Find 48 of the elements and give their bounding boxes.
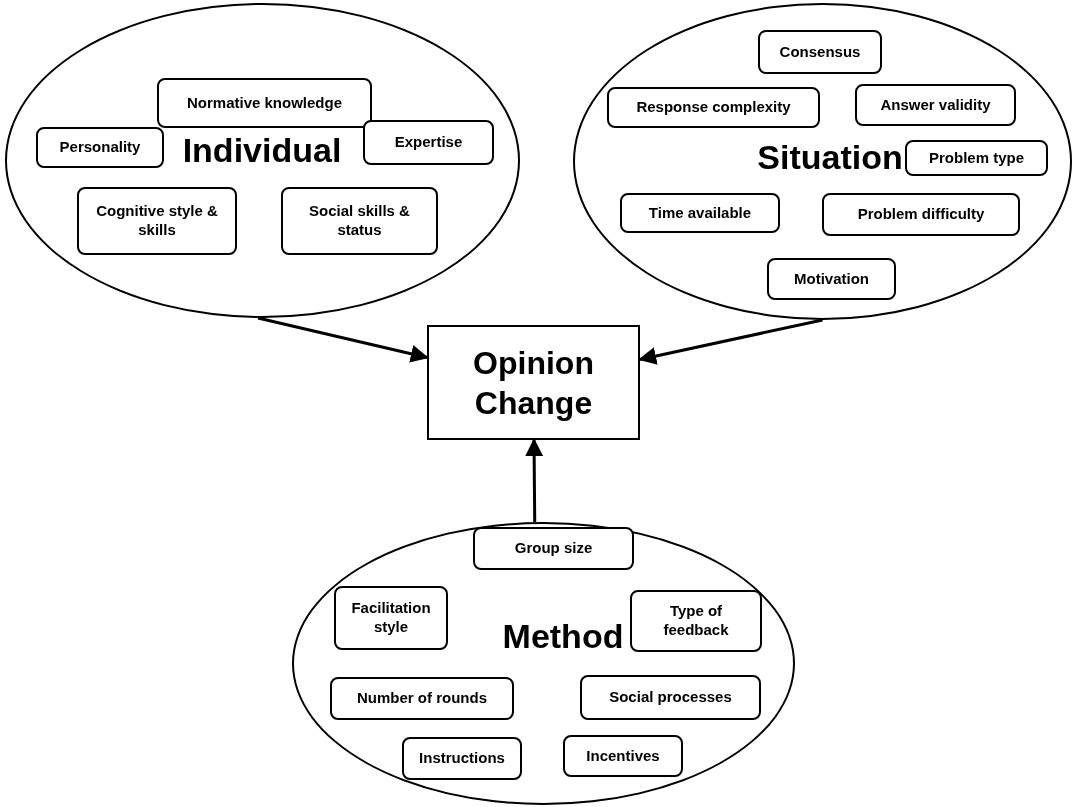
factor-box [620, 193, 780, 233]
factor-label: Instructions [419, 749, 505, 768]
factor-box [363, 120, 494, 165]
factor-label: Time available [648, 203, 752, 223]
group-title: Method [502, 616, 624, 656]
group-title: Individual [182, 130, 342, 170]
factor-box [77, 187, 237, 255]
factor-box [767, 258, 896, 300]
factor-box [630, 590, 762, 652]
factor-box [855, 84, 1016, 126]
factor-label: Type of feedback [662, 602, 730, 640]
factor-box [580, 675, 761, 720]
factor-label: Social skills & status [308, 202, 411, 240]
group-ellipse [292, 522, 795, 805]
arrow [525, 438, 544, 523]
factor-box [563, 735, 683, 777]
factor-box [157, 78, 372, 128]
factor-label: Expertise [394, 133, 463, 152]
factor-label: Normative knowledge [186, 93, 342, 113]
group-title: Situation [757, 137, 903, 177]
factor-box [402, 737, 522, 780]
factor-box [822, 193, 1020, 236]
factor-label: Group size [514, 539, 593, 558]
factor-box [334, 586, 448, 650]
arrow [257, 316, 429, 363]
factor-label: Cognitive style & skills [95, 202, 219, 240]
factor-label: Answer validity [880, 95, 991, 115]
factor-box [330, 677, 514, 720]
factor-box [758, 30, 882, 74]
group-ellipse [5, 3, 520, 318]
factor-box [281, 187, 438, 255]
group-ellipse [573, 3, 1072, 320]
factor-label: Problem type [929, 148, 1024, 168]
factor-box [36, 127, 164, 168]
outcome-box [427, 325, 640, 440]
factor-box [607, 87, 820, 128]
factor-box [905, 140, 1048, 176]
factor-label: Social processes [609, 688, 732, 707]
factor-label: Consensus [779, 42, 861, 62]
factor-box [473, 527, 634, 570]
outcome-label: Opinion Change [472, 343, 595, 423]
factor-label: Problem difficulty [857, 205, 985, 224]
factor-label: Personality [59, 138, 141, 157]
factor-label: Incentives [586, 746, 660, 766]
factor-label: Facilitation style [350, 599, 432, 637]
factor-label: Response complexity [636, 98, 791, 117]
factor-label: Number of rounds [357, 689, 487, 708]
factor-label: Motivation [794, 269, 869, 289]
